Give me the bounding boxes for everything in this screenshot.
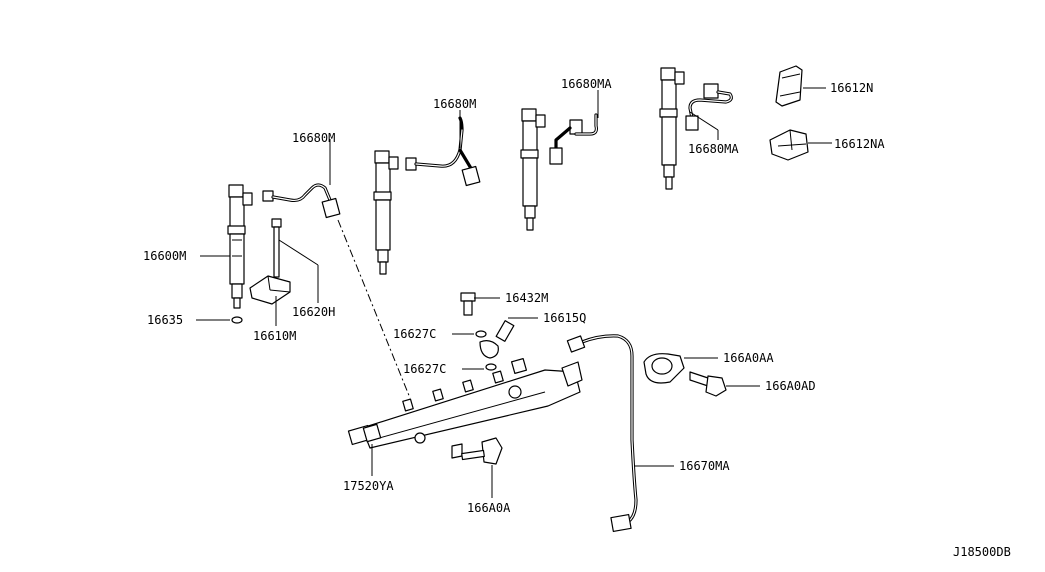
injector-16600m[interactable] — [227, 184, 253, 309]
harness-16670ma[interactable] — [566, 334, 638, 533]
assembly-line — [337, 219, 411, 399]
label-16635[interactable]: 16635 — [147, 313, 183, 327]
label-166a0ad[interactable]: 166A0AD — [765, 379, 816, 393]
label-16610m[interactable]: 16610M — [253, 329, 296, 343]
label-16680m-b[interactable]: 16680M — [433, 97, 476, 111]
bracket-16612na[interactable] — [769, 129, 809, 161]
label-16680ma-a[interactable]: 16680MA — [561, 77, 612, 91]
washer-16635[interactable] — [231, 316, 243, 324]
injection-tube-16680ma-b[interactable] — [685, 83, 733, 131]
label-16670ma[interactable]: 16670MA — [679, 459, 730, 473]
clamp-16610m[interactable] — [249, 275, 291, 305]
washer-16627c-b[interactable] — [485, 363, 497, 371]
injection-tube-16680m-a[interactable] — [262, 183, 341, 219]
label-16680m-a[interactable]: 16680M — [292, 131, 335, 145]
label-16600m[interactable]: 16600M — [143, 249, 186, 263]
label-16615q[interactable]: 16615Q — [543, 311, 586, 325]
fitting-16615q[interactable] — [479, 320, 515, 359]
label-16627c-b[interactable]: 16627C — [403, 362, 446, 376]
bolt-16620h[interactable] — [271, 218, 282, 278]
label-16627c-a[interactable]: 16627C — [393, 327, 436, 341]
bolt-16432m[interactable] — [460, 292, 476, 316]
leader-lines — [196, 87, 832, 498]
injection-tube-16680ma-a[interactable] — [549, 113, 598, 165]
fuel-rail-17520ya[interactable] — [347, 357, 583, 459]
injector-4[interactable] — [659, 67, 685, 190]
bracket-16612n[interactable] — [775, 65, 803, 107]
label-16612n[interactable]: 16612N — [830, 81, 873, 95]
washer-16627c-a[interactable] — [475, 330, 487, 338]
injection-tube-16680m-b[interactable] — [405, 116, 481, 187]
label-16620h[interactable]: 16620H — [292, 305, 335, 319]
label-16432m[interactable]: 16432M — [505, 291, 548, 305]
bolt-166a0ad[interactable] — [689, 371, 727, 397]
bolt-166a0a[interactable] — [461, 437, 503, 465]
label-16612na[interactable]: 16612NA — [834, 137, 885, 151]
label-166a0aa[interactable]: 166A0AA — [723, 351, 774, 365]
label-16680ma-b[interactable]: 16680MA — [688, 142, 739, 156]
label-166a0a[interactable]: 166A0A — [467, 501, 511, 515]
injector-3[interactable] — [520, 108, 546, 231]
injector-2[interactable] — [373, 150, 399, 275]
clip-166a0aa[interactable] — [643, 353, 685, 384]
diagram-code: J18500DB — [953, 545, 1011, 559]
label-17520ya[interactable]: 17520YA — [343, 479, 394, 493]
